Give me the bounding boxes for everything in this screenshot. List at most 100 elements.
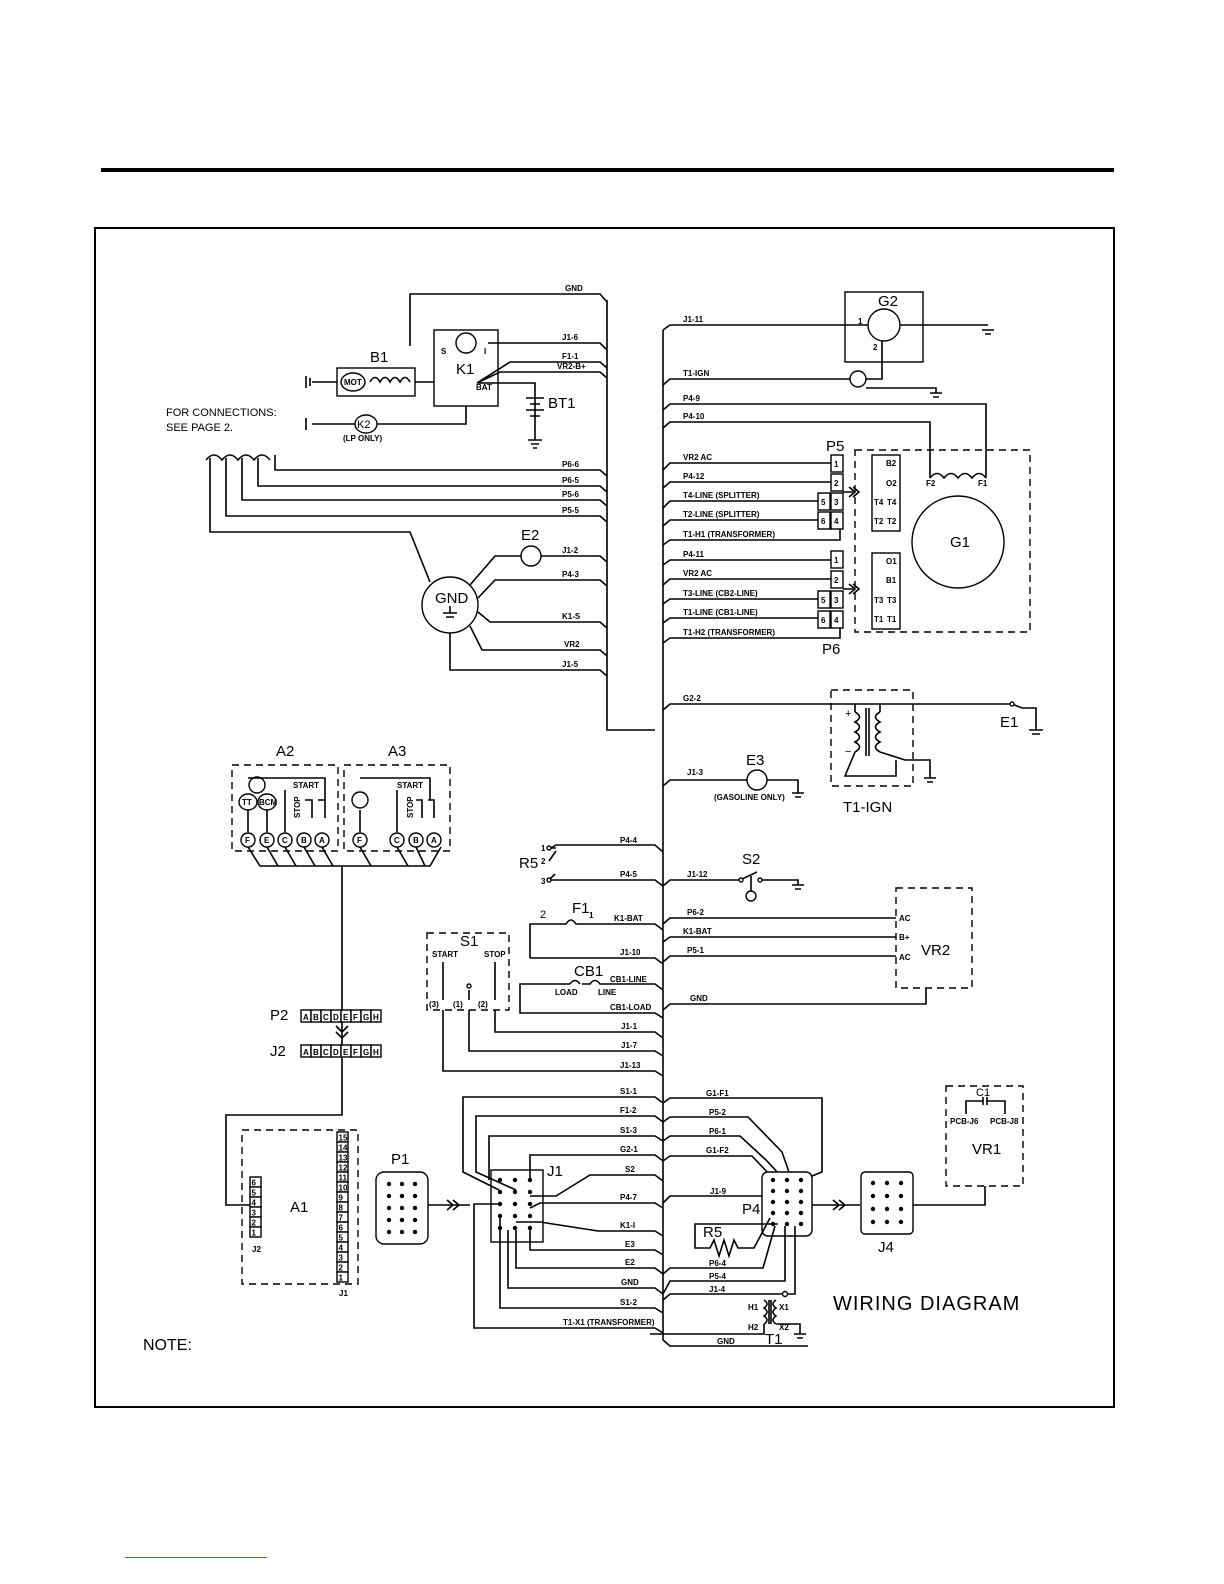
j2-pin-d: D	[333, 1048, 339, 1057]
j4-pin-7	[870, 1206, 876, 1212]
a3-start: START	[397, 781, 423, 790]
a1-j1-pin-7: 7	[339, 1214, 344, 1223]
s1-switch	[426, 932, 510, 1011]
p6-pin-6: 6	[821, 616, 826, 625]
wire-label-gnd-vr2: GND	[690, 994, 708, 1003]
a2-a3-harness	[247, 846, 442, 1012]
a1-controller	[241, 1129, 359, 1285]
r5-rheostat	[548, 847, 557, 881]
p4-pin-11	[784, 1210, 790, 1216]
cb1-load: LOAD	[555, 988, 578, 997]
t1-junction	[781, 1290, 789, 1298]
a3-terminal-a	[426, 832, 442, 848]
j1-pin-7	[497, 1201, 503, 1207]
wire-label-s1-1: S1-1	[620, 1087, 637, 1096]
vr2-b-plus: B+	[899, 933, 910, 942]
j4-to-vr1	[913, 1186, 986, 1206]
g1-term-b2: B2	[886, 459, 897, 468]
p4-pin-4	[770, 1188, 776, 1194]
p2-j2-link	[335, 1022, 349, 1046]
wire-label-j1-7: J1-7	[621, 1041, 638, 1050]
t1-ign-primary	[853, 711, 861, 753]
j1-pin-6	[527, 1189, 533, 1195]
k1-terminal-i: I	[484, 347, 486, 356]
j1-pin-10	[497, 1213, 503, 1219]
wire-label-p5-1: P5-1	[687, 946, 704, 955]
p1-pin-15	[412, 1229, 418, 1235]
wire-p6-1	[662, 1135, 781, 1176]
g1-term-t1a: T1	[874, 615, 884, 624]
a1-label: A1	[290, 1199, 308, 1216]
p6-pin-6-cell	[817, 610, 831, 629]
wire-p5-2	[662, 1116, 791, 1176]
wire-vr2-b	[476, 371, 608, 384]
wire-s1-3	[488, 1135, 664, 1180]
a3-term-a-label: A	[431, 836, 437, 845]
wire-label-e2: E2	[625, 1258, 635, 1267]
j4-pin-12	[898, 1219, 904, 1225]
wire-label-t1-line: T1-LINE (CB1-LINE)	[683, 608, 758, 617]
r5-label: R5	[519, 855, 538, 872]
wire-p6-5	[257, 458, 608, 493]
g1-term-o1: O1	[886, 557, 897, 566]
j4-pin-5	[884, 1193, 890, 1199]
wire-label-f1-1: F1-1	[562, 352, 579, 361]
k1-coil-symbol	[455, 332, 477, 354]
wire-label-j1-5: J1-5	[562, 660, 579, 669]
j4-pin-8	[884, 1206, 890, 1212]
wire-label-p5-6: P5-6	[562, 490, 579, 499]
wire-label-f1-2: F1-2	[620, 1106, 637, 1115]
r5-pin-1: 1	[541, 844, 546, 853]
wire-j1-1	[494, 1010, 664, 1039]
p1-pin-8	[399, 1205, 405, 1211]
bt1-battery-plates	[526, 397, 544, 449]
wire-g2-2	[662, 703, 1043, 735]
p5-pin-5: 5	[821, 498, 826, 507]
gnd-hub-label: GND	[435, 590, 469, 607]
a2-stop: STOP	[293, 796, 302, 818]
p5-label: P5	[826, 438, 844, 455]
j4-pin-4	[870, 1193, 876, 1199]
s1-pin-3: (3)	[429, 1000, 439, 1009]
g1-field-winding	[929, 472, 987, 480]
wire-g1-f1	[662, 1097, 823, 1179]
g1-term-t2b: T2	[887, 517, 897, 526]
p4-pin-9	[798, 1199, 804, 1205]
wire-label-p6-1: P6-1	[709, 1127, 726, 1136]
p5-pin-3-cell	[830, 492, 844, 511]
p4-pin-2	[784, 1177, 790, 1183]
p1-pin-dots	[386, 1181, 418, 1235]
r5-pin-3: 3	[541, 877, 546, 886]
a3-hour-meter-icon	[351, 791, 369, 809]
a2-term-a-label: A	[319, 836, 325, 845]
p2-pin-h: H	[373, 1013, 379, 1022]
wire-label-j1-3: J1-3	[687, 768, 704, 777]
footer-rule	[125, 1557, 267, 1558]
a2-hour-meter-icon	[248, 776, 266, 794]
wire-vr2	[469, 625, 608, 657]
t1-x2-label: X2	[779, 1323, 789, 1332]
wire-label-p4-9: P4-9	[683, 394, 700, 403]
p5-pin-6: 6	[821, 517, 826, 526]
a3-term-b-label: B	[413, 836, 419, 845]
p5-connector: 1 2 5 3 6 4	[817, 454, 844, 530]
s2-term-a	[738, 877, 744, 883]
a1-j1-pin-12: 12	[339, 1164, 348, 1173]
j1-pin-8	[512, 1201, 518, 1207]
f1-fuse-label: F1	[572, 900, 590, 917]
wire-t1-x1	[473, 1203, 664, 1334]
e2-sensor	[520, 545, 542, 567]
wire-label-j1-11: J1-11	[683, 315, 704, 324]
a2-label: A2	[276, 743, 294, 760]
p1-pin-10	[386, 1217, 392, 1223]
c1-label: C1	[976, 1087, 990, 1099]
a1-j2-pin-3: 3	[252, 1209, 257, 1218]
wire-label-cb1-load: CB1-LOAD	[610, 1003, 652, 1012]
a2-start: START	[293, 781, 319, 790]
p4-pin-14	[784, 1221, 790, 1227]
r5-term-3	[546, 877, 552, 883]
wire-label-e3: E3	[625, 1240, 635, 1249]
wire-label-g2-1: G2-1	[620, 1145, 638, 1154]
j1-pin-1	[497, 1177, 503, 1183]
